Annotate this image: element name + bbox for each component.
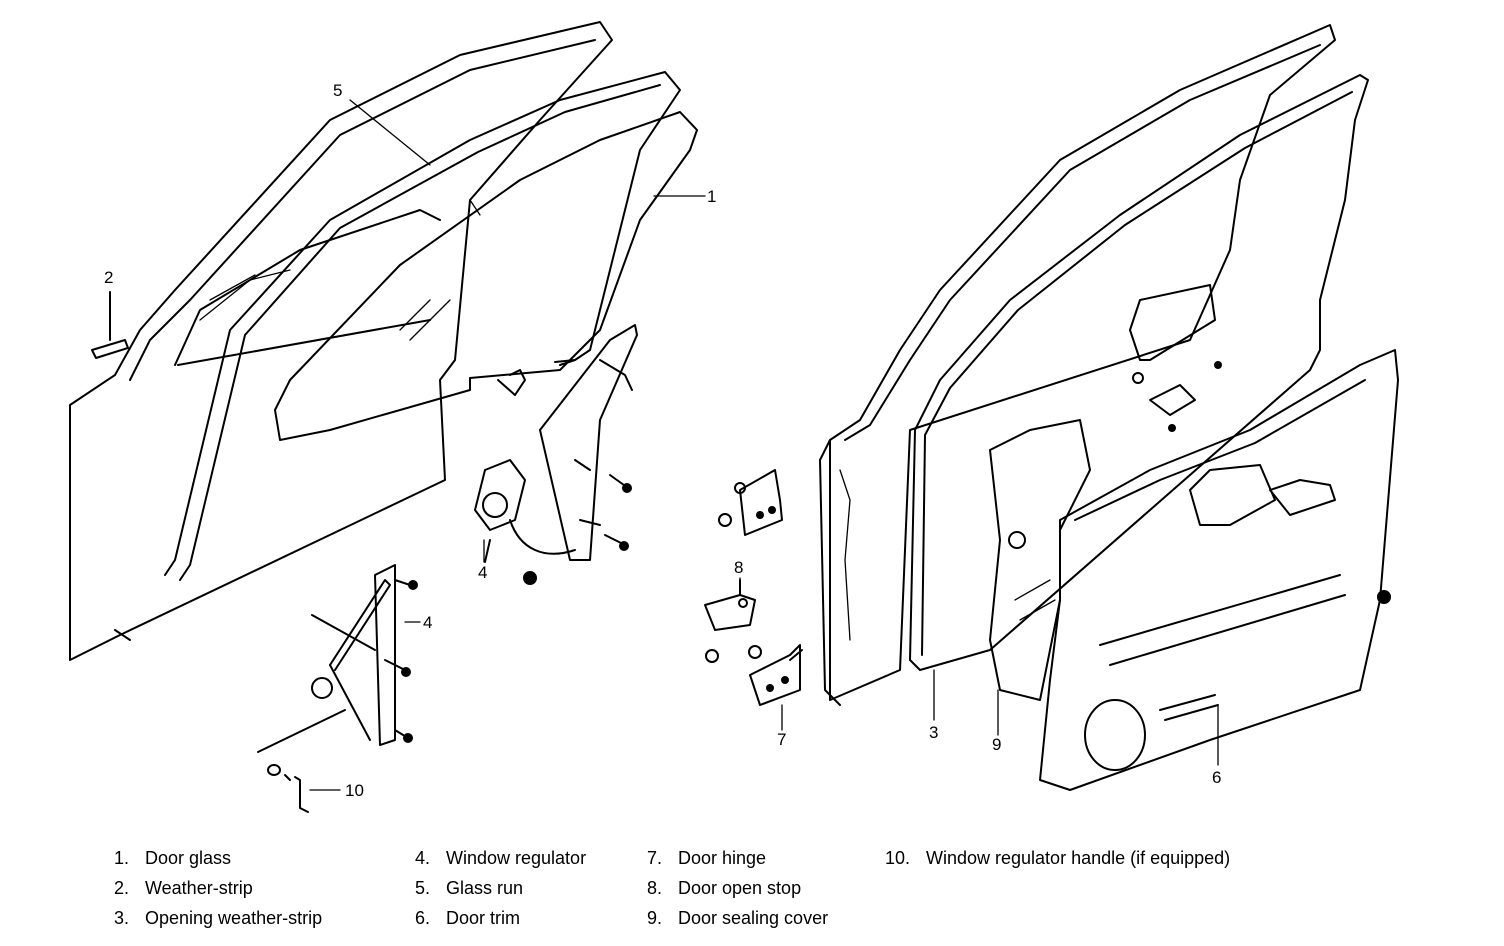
legend-text: Glass run [446,878,524,898]
callout-2: 2 [104,268,113,287]
legend-number: 7. [646,848,662,868]
legend-text: Opening weather-strip [145,908,323,928]
legend-text: Door hinge [678,848,767,868]
legend-item-door-open-stop: 8. Door open stop [628,878,801,899]
callout-7: 7 [777,730,786,749]
door-hinge-lower [748,644,803,706]
legend-text: Window regulator handle (if equipped) [926,848,1231,868]
legend-number: 10. [884,848,910,868]
door-trim [1039,349,1399,791]
callout-4-manual: 4 [423,613,432,632]
glass-run [164,71,681,581]
legend-item-door-trim: 6. Door trim [396,908,520,929]
weather-strip [91,291,129,359]
legend-number: 5. [414,878,430,898]
legend-number: 1. [113,848,129,868]
callout-numbers: 1 2 3 4 4 5 6 7 8 9 10 [104,81,1221,800]
legend-item-weather-strip: 2. Weather-strip [95,878,253,899]
legend-item-regulator-handle: 10. Window regulator handle (if equipped) [876,848,1230,869]
legend-text: Weather-strip [145,878,253,898]
callout-5: 5 [333,81,342,100]
callout-3: 3 [929,723,938,742]
legend-text: Door trim [446,908,521,928]
left-door-shell [69,21,613,661]
legend-text: Door sealing cover [678,908,829,928]
regulator-handle [267,764,309,813]
legend-number: 6. [414,908,430,928]
opening-weather-strip [909,74,1369,671]
window-regulator-power [474,324,638,585]
callout-10: 10 [345,781,364,800]
callout-4-power: 4 [478,563,487,582]
legend-item-window-regulator: 4. Window regulator [396,848,586,869]
door-exploded-diagram: 1 2 3 4 4 5 6 7 8 9 10 [69,21,1399,813]
legend-text: Window regulator [446,848,587,868]
legend-item-glass-run: 5. Glass run [396,878,523,899]
callout-9: 9 [992,735,1001,754]
legend-number: 8. [646,878,662,898]
latch-bracket [1132,361,1222,432]
legend-text: Door open stop [678,878,802,898]
right-door-frame [819,24,1336,706]
legend-item-door-glass: 1. Door glass [95,848,231,869]
legend-number: 2. [113,878,129,898]
legend-item-door-sealing-cover: 9. Door sealing cover [628,908,828,929]
legend-item-door-hinge: 7. Door hinge [628,848,766,869]
door-glass [274,111,698,441]
callout-8: 8 [734,558,743,577]
legend-item-opening-weather-strip: 3. Opening weather-strip [95,908,322,929]
leader-lines [309,99,1219,791]
window-regulator-manual [257,564,418,753]
door-sealing-cover [989,419,1091,701]
callout-1: 1 [707,187,716,206]
legend-number: 3. [113,908,129,928]
door-hinge-upper [718,469,783,536]
legend-number: 9. [646,908,662,928]
door-open-stop [704,579,756,663]
callout-6: 6 [1212,768,1221,787]
parts-legend: 1. Door glass 2. Weather-strip 3. Opening w… [0,840,1504,940]
legend-text: Door glass [145,848,232,868]
legend-number: 4. [414,848,430,868]
